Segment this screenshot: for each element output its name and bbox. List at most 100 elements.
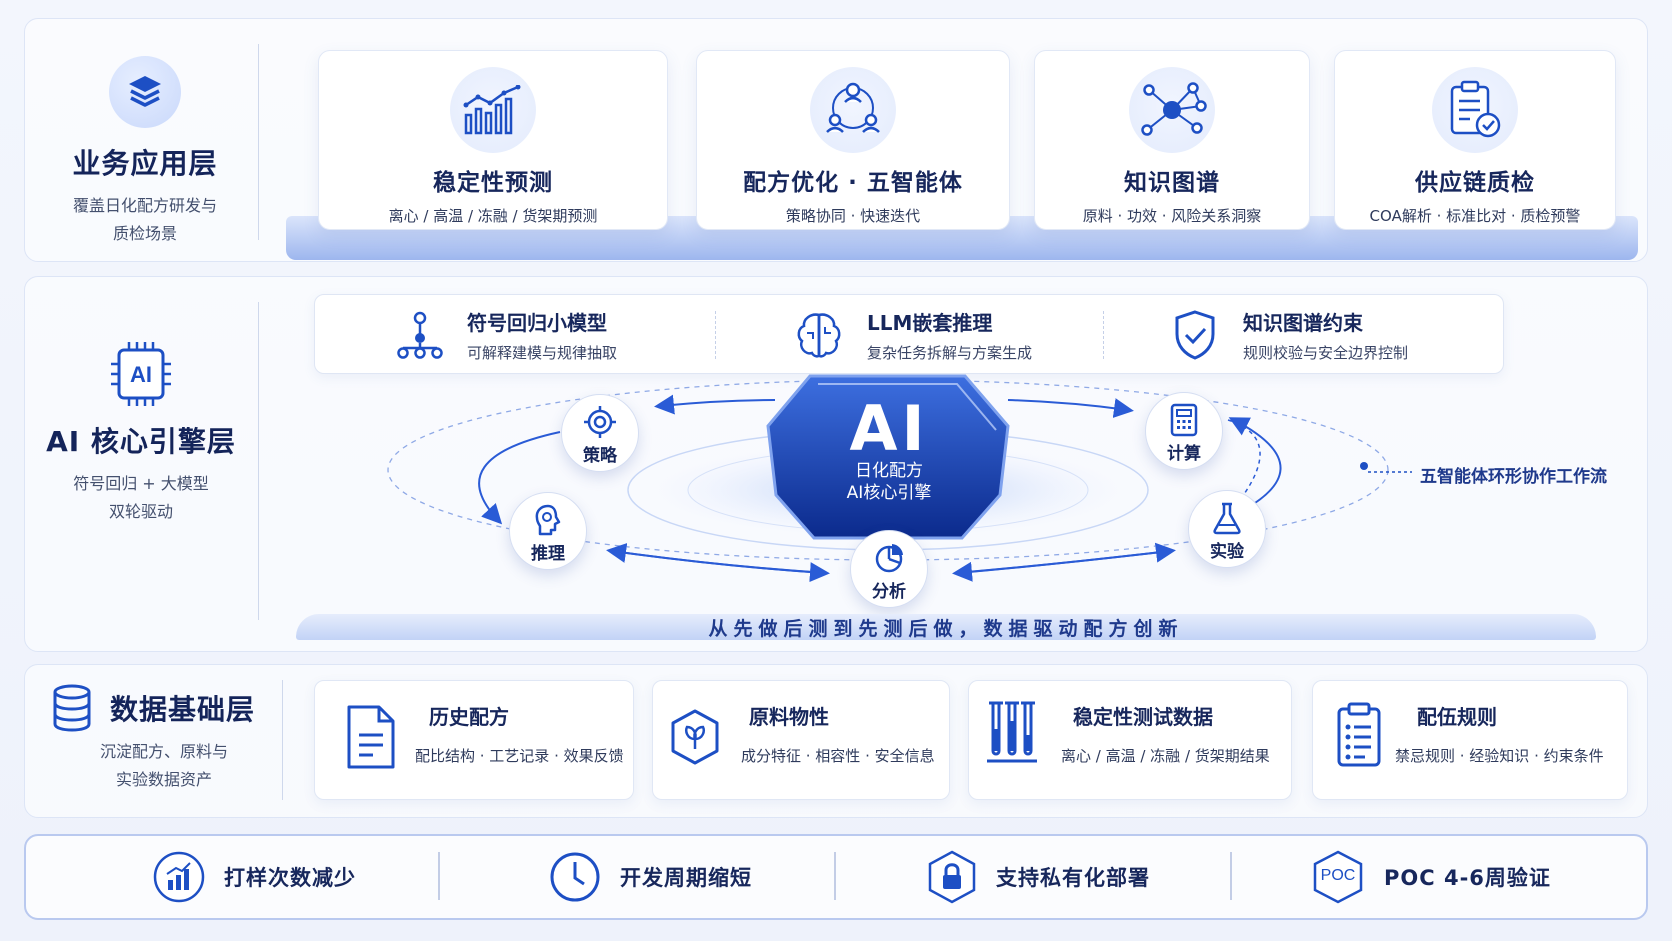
- data-card-title: 配伍规则: [1417, 705, 1497, 729]
- desc-line: 覆盖日化配方研发与: [72, 196, 217, 215]
- data-layer-header: 数据基础层 沉淀配方、原料与 实验数据资产: [50, 684, 278, 794]
- tech-knowledge-graph-constraint[interactable]: 知识图谱约束 规则校验与安全边界控制: [1171, 295, 1408, 375]
- core-tech-strip: 符号回归小模型 可解释建模与规律抽取 LLM嵌套推理 复杂任务拆解与方案生成 知…: [314, 294, 1504, 374]
- card-subtitle: 离心 / 高温 / 冻融 / 货架期预测: [388, 207, 598, 225]
- poc-hexagon-icon: POC: [1310, 849, 1366, 905]
- data-card-compatibility-rules[interactable]: 配伍规则 禁忌规则 · 经验知识 · 约束条件: [1312, 680, 1628, 800]
- agent-reasoning[interactable]: 推理: [509, 492, 587, 570]
- flow-arrow: [654, 394, 776, 415]
- head-gear-icon: [535, 504, 561, 536]
- flask-icon: [1213, 502, 1241, 535]
- ai-chip-icon: AI: [36, 340, 246, 408]
- layer-title: 业务应用层: [72, 147, 218, 180]
- clipboard-check-icon: [1432, 67, 1518, 153]
- flow-arrow-dashed: [1227, 419, 1261, 511]
- data-card-title: 原料物性: [749, 705, 829, 729]
- kpi-label: 开发周期缩短: [620, 866, 752, 890]
- agent-label: 推理: [531, 544, 565, 564]
- agent-experiment[interactable]: 实验: [1188, 490, 1266, 568]
- tech-subtitle: 规则校验与安全边界控制: [1243, 344, 1409, 362]
- data-card-subtitle: 配比结构 · 工艺记录 · 效果反馈: [415, 747, 624, 765]
- kpi-label: POC 4-6周验证: [1384, 866, 1551, 890]
- layer-description: 沉淀配方、原料与 实验数据资产: [50, 738, 278, 794]
- business-layer-header: 业务应用层 覆盖日化配方研发与 质检场景: [40, 56, 250, 248]
- card-subtitle: 原料 · 功效 · 风险关系洞察: [1082, 207, 1262, 225]
- layer1-divider: [258, 44, 259, 240]
- card-title: 供应链质检: [1415, 170, 1535, 196]
- tech-divider: [715, 311, 716, 359]
- tech-title: 符号回归小模型: [467, 311, 607, 335]
- svg-text:AI: AI: [130, 362, 152, 387]
- card-subtitle: COA解析 · 标准比对 · 质检预警: [1369, 207, 1581, 225]
- agent-strategy[interactable]: 策略: [561, 394, 639, 472]
- slogan: 从先做后测到先测后做，数据驱动配方创新: [708, 618, 1184, 640]
- ai-core-gem: [766, 374, 1010, 540]
- agent-label: 策略: [583, 446, 617, 466]
- kpi-shorter-cycle: 开发周期缩短: [548, 834, 752, 920]
- tech-subtitle: 复杂任务拆解与方案生成: [867, 344, 1033, 362]
- ai-core-label-line2: AI核心引擎: [846, 483, 932, 503]
- layer-description: 符号回归 + 大模型 双轮驱动: [36, 470, 246, 526]
- tech-llm-reasoning[interactable]: LLM嵌套推理 复杂任务拆解与方案生成: [793, 295, 1032, 375]
- layer-title: AI 核心引擎层: [46, 425, 236, 458]
- card-title: 知识图谱: [1124, 170, 1220, 196]
- target-icon: [584, 406, 616, 438]
- kpi-divider: [834, 852, 836, 900]
- data-card-title: 稳定性测试数据: [1073, 705, 1213, 729]
- tech-divider: [1103, 311, 1104, 359]
- brain-icon: [797, 313, 841, 358]
- bar-chart-trend-icon: [450, 67, 536, 153]
- agent-label: 分析: [872, 582, 906, 602]
- data-card-history-formula[interactable]: 历史配方 配比结构 · 工艺记录 · 效果反馈: [314, 680, 634, 800]
- tech-title: 知识图谱约束: [1243, 311, 1363, 335]
- tree-structure-icon: [397, 311, 443, 359]
- layer3-divider: [282, 680, 283, 800]
- layer-title: 数据基础层: [110, 693, 256, 726]
- graph-nodes-icon: [1129, 67, 1215, 153]
- agent-compute[interactable]: 计算: [1145, 392, 1223, 470]
- layers-icon: [109, 56, 181, 128]
- kpi-fewer-samples: 打样次数减少: [152, 834, 356, 920]
- ai-core-label-line1: 日化配方: [855, 461, 923, 481]
- flow-arrow: [952, 550, 1171, 582]
- data-card-material-properties[interactable]: 原料物性 成分特征 · 相容性 · 安全信息: [652, 680, 950, 800]
- ai-core-big-label: AI: [849, 392, 929, 465]
- data-card-subtitle: 离心 / 高温 / 冻融 / 货架期结果: [1061, 747, 1270, 765]
- data-card-subtitle: 禁忌规则 · 经验知识 · 约束条件: [1395, 747, 1604, 765]
- flow-arrow: [611, 550, 830, 583]
- card-knowledge-graph[interactable]: 知识图谱 原料 · 功效 · 风险关系洞察: [1034, 50, 1310, 230]
- kpi-poc-validation: POC POC 4-6周验证: [1310, 834, 1551, 920]
- desc-line: 沉淀配方、原料与: [99, 742, 228, 761]
- card-title: 稳定性预测: [433, 170, 553, 196]
- card-title: 配方优化 · 五智能体: [743, 170, 963, 196]
- agent-analysis[interactable]: 分析: [850, 530, 928, 608]
- desc-line: 双轮驱动: [108, 502, 173, 521]
- layer-description: 覆盖日化配方研发与 质检场景: [40, 192, 250, 248]
- desc-line: 实验数据资产: [115, 770, 212, 789]
- lock-shield-icon: [928, 850, 976, 904]
- kpi-label: 打样次数减少: [224, 866, 356, 890]
- data-card-stability-data[interactable]: 稳定性测试数据 离心 / 高温 / 冻融 / 货架期结果: [968, 680, 1292, 800]
- card-stability-prediction[interactable]: 稳定性预测 离心 / 高温 / 冻融 / 货架期预测: [318, 50, 668, 230]
- tech-subtitle: 可解释建模与规律抽取: [467, 344, 618, 362]
- poc-badge-text: POC: [1320, 867, 1356, 884]
- agent-label: 实验: [1210, 542, 1244, 562]
- kpi-private-deployment: 支持私有化部署: [926, 834, 1150, 920]
- card-supply-chain-qc[interactable]: 供应链质检 COA解析 · 标准比对 · 质检预警: [1334, 50, 1616, 230]
- tech-symbolic-regression[interactable]: 符号回归小模型 可解释建模与规律抽取: [395, 295, 617, 375]
- team-network-icon: [810, 67, 896, 153]
- card-formula-optimization[interactable]: 配方优化 · 五智能体 策略协同 · 快速迭代: [696, 50, 1010, 230]
- clock-icon: [550, 852, 600, 902]
- document-icon: [347, 705, 395, 769]
- pie-chart-icon: [875, 544, 903, 573]
- clipboard-list-icon: [1337, 702, 1381, 767]
- tech-title: LLM嵌套推理: [867, 311, 993, 335]
- kpi-label: 支持私有化部署: [996, 866, 1150, 890]
- flow-arrow: [478, 431, 561, 525]
- data-card-title: 历史配方: [429, 705, 509, 729]
- test-tubes-icon: [987, 701, 1037, 763]
- slogan-platform: [296, 614, 1596, 640]
- ring-label-dot: [1360, 462, 1368, 470]
- kpi-divider: [1230, 852, 1232, 900]
